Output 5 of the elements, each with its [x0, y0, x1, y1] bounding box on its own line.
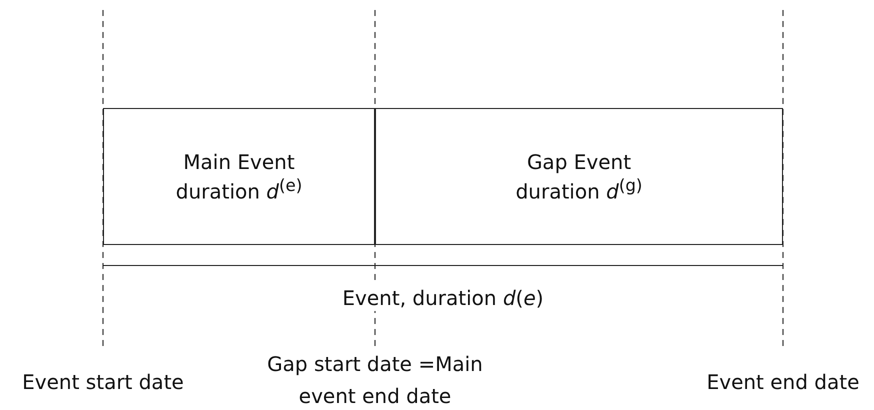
- duration-text: Event, duration d(e): [342, 285, 544, 311]
- event-box: [375, 108, 783, 245]
- duration-text: Main Event duration d$^{(e)}$: [174, 148, 304, 204]
- event-box: [103, 108, 375, 245]
- duration-text: Gap Event duration d$^{(g)}$: [514, 148, 644, 204]
